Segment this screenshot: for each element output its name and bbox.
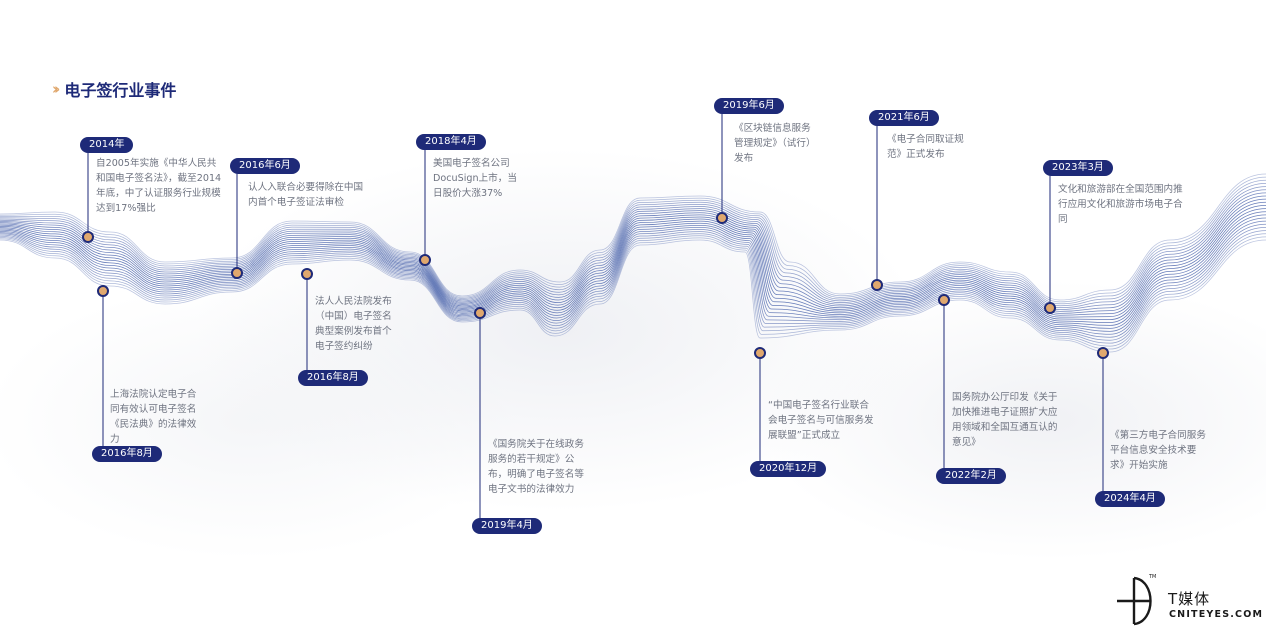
wave-line: [0, 214, 1266, 329]
timeline-node: [1097, 347, 1109, 359]
title-text: 电子签行业事件: [64, 81, 177, 100]
wave-line: [0, 217, 1266, 332]
event-date-badge: 2024年4月: [1095, 491, 1165, 507]
event-date-badge: 2023年3月: [1043, 160, 1113, 176]
page-title: ›› 电子签行业事件: [52, 77, 176, 101]
event-date-badge: 2016年8月: [298, 370, 368, 386]
event-date-badge: 2019年6月: [714, 98, 784, 114]
wave-line: [0, 223, 1266, 338]
event-description: 《国务院关于在线政务服务的若干规定》公布，明确了电子签名等电子文书的法律效力: [488, 439, 584, 495]
timeline-node: [474, 307, 486, 319]
wave-line: [0, 230, 1266, 344]
event-date-badge: 2016年6月: [230, 158, 300, 174]
wave-line: [0, 233, 1266, 347]
node-connectors: [87, 114, 1104, 522]
wave-line: [0, 176, 1266, 303]
event-description: 法人人民法院发布（中国）电子签名典型案例发布首个电子签约纠纷: [315, 296, 392, 352]
event-date-badge: 2016年8月: [92, 446, 162, 462]
wave-line: [0, 192, 1266, 312]
timeline-node: [231, 267, 243, 279]
wave-line: [0, 186, 1266, 308]
wave-line: [0, 236, 1266, 350]
event-description: 文化和旅游部在全国范围内推行应用文化和旅游市场电子合同: [1058, 184, 1183, 225]
event-description: 《区块链信息服务管理规定》（试行）发布: [734, 123, 816, 164]
logo-trademark: TM: [1149, 574, 1157, 580]
timeline-node: [82, 231, 94, 243]
event-description: 《电子合同取证规范》正式发布: [887, 134, 964, 160]
wave-line: [0, 227, 1266, 341]
timeline-node: [938, 294, 950, 306]
timeline-node: [301, 268, 313, 280]
event-description: 美国电子签名公司DocuSign上市，当日股价大涨37%: [433, 158, 517, 199]
event-description: 国务院办公厅印发《关于加快推进电子证照扩大应用领域和全国互通互认的意见》: [952, 392, 1058, 448]
timeline-node: [419, 254, 431, 266]
wave-line: [0, 211, 1266, 326]
event-date-badge: 2019年4月: [472, 518, 542, 534]
event-description: 上海法院认定电子合同有效认可电子签名《民法典》的法律效力: [110, 389, 197, 445]
timeline-node: [1044, 302, 1056, 314]
event-date-badge: 2014年: [80, 137, 134, 153]
wave-line: [0, 239, 1266, 353]
event-date-badge: 2020年12月: [750, 461, 827, 477]
timeline-node: [871, 279, 883, 291]
timeline-node: [97, 285, 109, 297]
timeline-node: [754, 347, 766, 359]
wave-line: [0, 220, 1266, 335]
event-description: 认人入联合必要得除在中国内首个电子签证法审检: [248, 182, 364, 208]
wave-lines: [0, 173, 1266, 353]
logo-mark-icon: [1117, 576, 1152, 626]
event-date-badge: 2021年6月: [869, 110, 939, 126]
event-description: “中国电子签名行业联合会电子签名与可信服务发展联盟”正式成立: [768, 400, 874, 441]
timeline-nodes: [82, 212, 1109, 359]
wave-line: [0, 179, 1266, 305]
event-description: 《第三方电子合同服务平台信息安全技术要求》开始实施: [1110, 430, 1206, 471]
timeline-node: [716, 212, 728, 224]
event-date-badge: 2018年4月: [416, 134, 486, 150]
logo-name: T媒体: [1168, 590, 1211, 608]
wave-line: [0, 195, 1266, 314]
wave-line: [0, 173, 1266, 301]
wave-line: [0, 183, 1266, 307]
event-description: 自2005年实施《中华人民共和国电子签名法》，截至2014年底，中了认证服务行业…: [96, 158, 222, 214]
wave-line: [0, 189, 1266, 310]
brand-logo: TM T媒体 CNITEYES.COM: [1114, 574, 1264, 628]
event-date-badge: 2022年2月: [936, 468, 1006, 484]
logo-url: CNITEYES.COM: [1169, 609, 1264, 620]
